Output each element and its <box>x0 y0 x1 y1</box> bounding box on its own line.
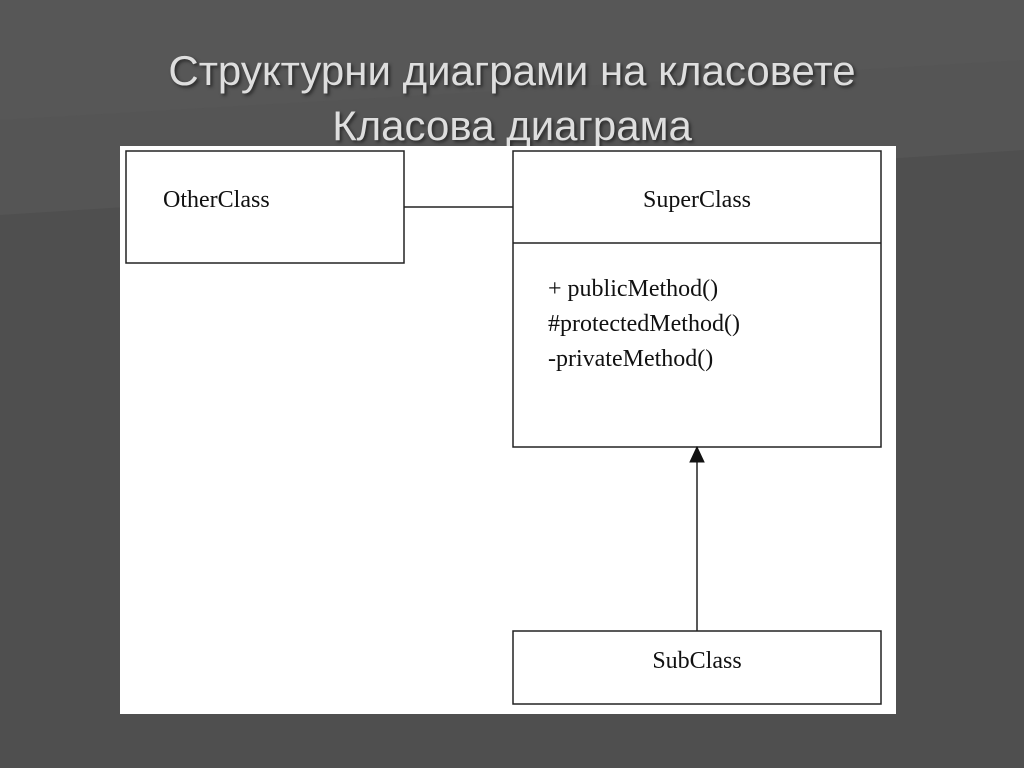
class-sub-name: SubClass <box>652 648 741 674</box>
class-other-box <box>125 150 405 264</box>
class-super-box <box>512 150 882 448</box>
diagram-canvas: OtherClass SuperClass + publicMethod() #… <box>125 150 882 705</box>
class-sub-box <box>512 630 882 705</box>
class-other: OtherClass <box>125 150 405 264</box>
class-super-method-public: + publicMethod() <box>548 276 718 302</box>
generalization-arrowhead-icon <box>689 445 705 463</box>
class-sub: SubClass <box>512 630 882 705</box>
class-super-name: SuperClass <box>643 187 751 213</box>
uml-class-diagram: OtherClass SuperClass + publicMethod() #… <box>120 146 896 714</box>
class-super-method-private: -privateMethod() <box>548 346 713 372</box>
class-super: SuperClass + publicMethod() #protectedMe… <box>512 150 882 448</box>
class-super-method-protected: #protectedMethod() <box>548 311 740 337</box>
slide-title-line-1: Структурни диаграми на класовете <box>168 47 856 94</box>
slide-title-line-2: Класова диаграма <box>332 102 692 149</box>
class-other-name: OtherClass <box>163 187 270 213</box>
